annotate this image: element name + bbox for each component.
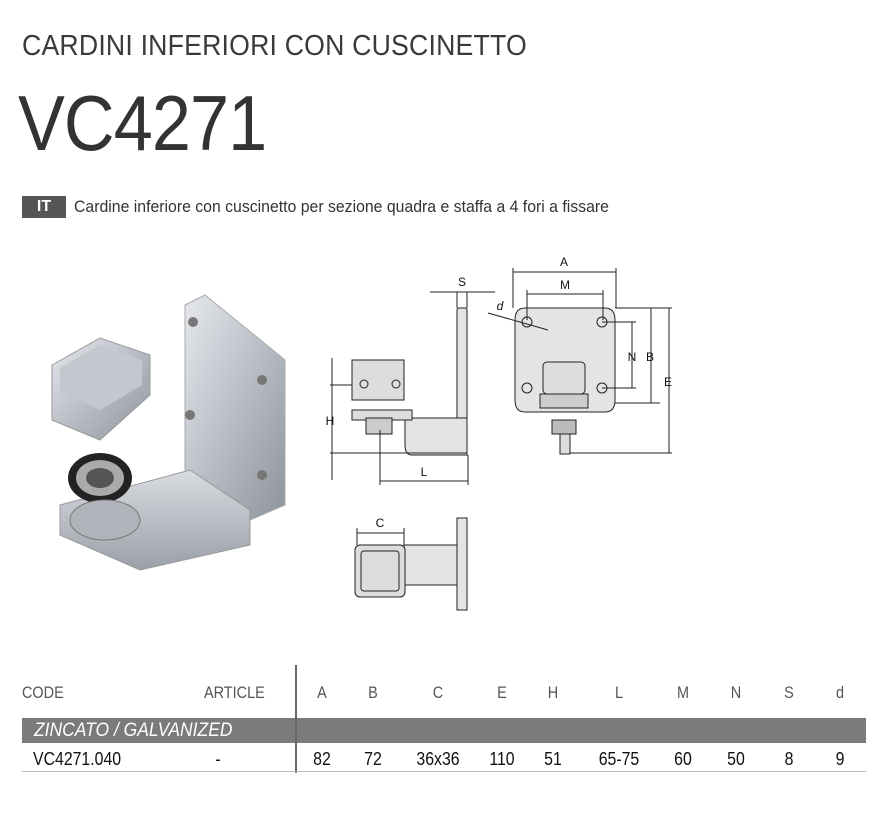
col-header-code: CODE (22, 683, 64, 702)
col-header-a: A (317, 683, 327, 702)
cell-article: - (215, 749, 221, 769)
dim-label-n: N (628, 350, 637, 364)
dim-label-h: H (326, 414, 335, 428)
dim-label-d: d (497, 299, 504, 313)
cell-d: 9 (835, 749, 845, 769)
side-view (330, 291, 495, 485)
col-header-b: B (368, 683, 378, 702)
product-code-title: VC4271 (18, 79, 267, 167)
group-label: ZINCATO / GALVANIZED (34, 720, 233, 741)
column-divider (295, 665, 297, 773)
group-header-band: ZINCATO / GALVANIZED (22, 718, 866, 743)
top-view (354, 517, 468, 611)
dim-label-m: M (560, 278, 570, 292)
cell-h: 51 (544, 749, 562, 769)
cell-c: 36x36 (416, 749, 460, 769)
dim-label-s: S (458, 275, 466, 289)
col-header-m: M (676, 683, 690, 702)
dim-label-e: E (664, 375, 672, 389)
col-header-c: C (432, 683, 444, 702)
dim-label-l: L (421, 465, 428, 479)
col-header-n: N (730, 683, 742, 702)
product-category-title: CARDINI INFERIORI CON CUSCINETTO (22, 30, 527, 62)
col-header-l: L (614, 683, 624, 702)
col-header-h: H (547, 683, 559, 702)
cell-m: 60 (674, 749, 692, 769)
language-badge: IT (22, 196, 66, 218)
cell-n: 50 (727, 749, 745, 769)
dim-label-b: B (646, 350, 654, 364)
cell-s: 8 (784, 749, 794, 769)
cell-e: 110 (489, 749, 515, 769)
cell-l: 65-75 (598, 749, 640, 769)
product-description: Cardine inferiore con cuscinetto per sez… (74, 197, 609, 216)
col-header-article: ARTICLE (204, 683, 265, 702)
dim-label-a: A (560, 255, 568, 269)
col-header-e: E (497, 683, 507, 702)
col-header-d: d (835, 683, 845, 702)
front-view (487, 268, 672, 455)
col-header-s: S (784, 683, 794, 702)
dim-label-c: C (376, 516, 385, 530)
cell-b: 72 (364, 749, 382, 769)
table-bottom-rule (22, 771, 866, 772)
cell-a: 82 (313, 749, 331, 769)
cell-code: VC4271.040 (33, 749, 122, 769)
